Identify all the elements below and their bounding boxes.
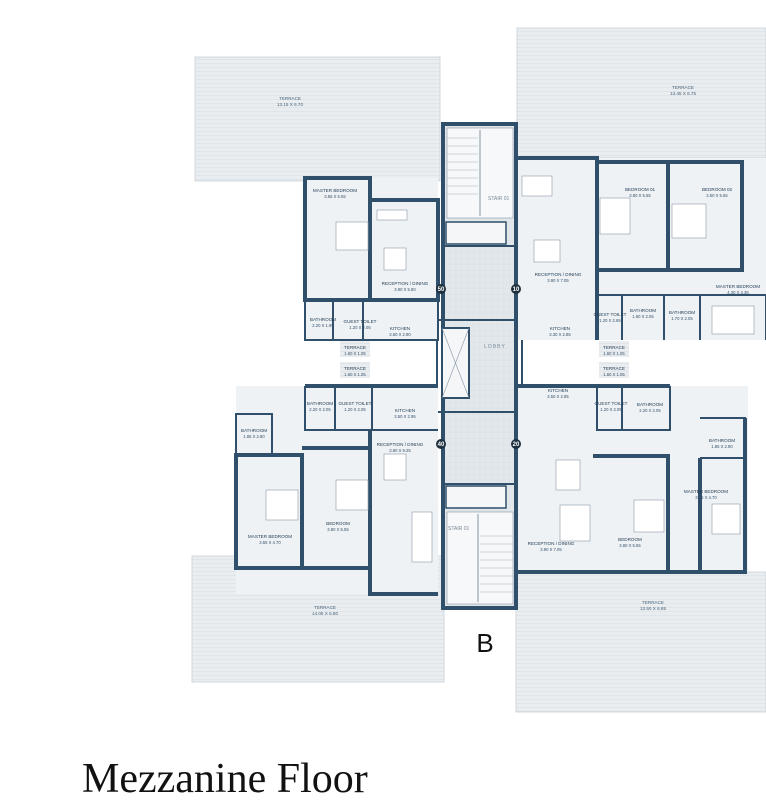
room-ne-bedroom2-dim: 3.50 X 5.55: [706, 193, 728, 198]
room-se-bedroom-name: BEDROOM: [618, 537, 642, 542]
room-nw-master-dim: 3.65 X 5.55: [324, 194, 346, 199]
room-sw-guest-toilet-dim: 1.20 X 2.05: [344, 407, 366, 412]
room-sw-master-dim: 3.55 X 4.70: [259, 540, 281, 545]
terrace-se-dim: 13.50 X 6.85: [640, 606, 666, 611]
block-label: B: [476, 628, 493, 658]
room-ne-kitchen-name: KITCHEN: [550, 326, 570, 331]
stair-top-label: STAIR 01: [488, 196, 510, 202]
room-sw-reception-name: RECEPTION / DINING: [377, 442, 424, 447]
room-sw-bathroom1-dim: 2.20 X 2.05: [309, 407, 331, 412]
terrace-nw-dim: 13.15 X 6.70: [277, 102, 303, 107]
room-ne-bedroom1-dim: 3.80 X 5.55: [629, 193, 651, 198]
room-sw-bathroom2-name: BATHROOM: [241, 428, 267, 433]
room-sw-bathroom2-dim: 1.85 X 2.80: [243, 434, 265, 439]
room-se-guest-toilet-dim: 1.20 X 2.05: [600, 407, 622, 412]
room-nw-master-name: MASTER BEDROOM: [313, 188, 357, 193]
room-ne-reception-name: RECEPTION / DINING: [535, 272, 582, 277]
stair-bottom: STAIR 01: [446, 511, 514, 605]
room-se-reception-dim: 3.90 X 7.05: [540, 547, 562, 552]
room-se-kitchen-dim: 3.50 X 2.85: [547, 394, 569, 399]
terrace-nw-name: TERRACE: [279, 96, 301, 101]
terrace-sw-name: TERRACE: [314, 605, 336, 610]
room-nw-guest-toilet-name: GUEST TOILET: [344, 319, 377, 324]
room-sw-reception-dim: 3.80 X 9.25: [389, 448, 411, 453]
room-se-bathroom1-dim: 2.20 X 2.05: [639, 408, 661, 413]
terrace-mid-right-bottom-dim: 1.60 X 1.05: [603, 372, 625, 377]
terrace-mid-left-bottom-dim: 1.60 X 1.05: [344, 372, 366, 377]
terrace-mid-left-bottom-name: TERRACE: [344, 366, 366, 371]
room-se-master-dim: 3.55 X 4.70: [695, 495, 717, 500]
flat-number-se: 20: [513, 442, 520, 448]
room-se-bedroom-dim: 3.80 X 5.55: [619, 543, 641, 548]
terrace-mid-right-top-dim: 1.60 X 1.05: [603, 351, 625, 356]
apartment-se: KITCHEN 3.50 X 2.85 GUEST TOILET 1.20 X …: [511, 384, 748, 574]
room-ne-reception-dim: 3.90 X 7.05: [547, 278, 569, 283]
stair-bottom-label: STAIR 01: [448, 526, 470, 532]
room-nw-reception-name: RECEPTION / DINING: [382, 281, 429, 286]
room-ne-guest-toilet-name: GUEST TOILET: [594, 312, 627, 317]
terrace-ne-name: TERRACE: [672, 85, 694, 90]
terrace-ne: TERRACE 13.45 X 6.75: [516, 27, 766, 159]
room-sw-kitchen-dim: 3.50 X 2.95: [394, 414, 416, 419]
terrace-sw-dim: 14.05 X 6.90: [312, 611, 338, 616]
lobby-label: LOBBY: [484, 344, 506, 350]
room-sw-guest-toilet-name: GUEST TOILET: [339, 401, 372, 406]
flat-number-ne: 10: [513, 287, 520, 293]
room-ne-bedroom1-name: BEDROOM 01: [625, 187, 656, 192]
room-ne-guest-toilet-dim: 1.20 X 2.65: [599, 318, 621, 323]
room-se-bathroom2-dim: 1.85 X 2.80: [711, 444, 733, 449]
room-se-master-name: MASTER BEDROOM: [684, 489, 728, 494]
room-nw-guest-toilet-dim: 1.20 X 2.05: [349, 325, 371, 330]
terrace-ne-dim: 13.45 X 6.75: [670, 91, 696, 96]
room-ne-bedroom2-name: BEDROOM 02: [702, 187, 733, 192]
terrace-mid-left-top-name: TERRACE: [344, 345, 366, 350]
terrace-mid-right-bottom-name: TERRACE: [603, 366, 625, 371]
room-nw-bathroom-name: BATHROOM: [310, 317, 336, 322]
room-ne-master-name: MASTER BEDROOM: [716, 284, 760, 289]
room-sw-bathroom1-name: BATHROOM: [307, 401, 333, 406]
flat-number-nw: 50: [438, 287, 445, 293]
room-ne-master-dim: 4.30 X 3.35: [727, 290, 749, 295]
terrace-mid-right: TERRACE 1.60 X 1.05 TERRACE 1.60 X 1.05: [599, 341, 629, 378]
room-ne-bathroom1-name: BATHROOM: [630, 308, 656, 313]
room-se-guest-toilet-name: GUEST TOILET: [595, 401, 628, 406]
room-se-reception-name: RECEPTION / DINING: [528, 541, 575, 546]
room-se-bathroom2-name: BATHROOM: [709, 438, 735, 443]
floor-title: Mezzanine Floor: [82, 756, 368, 801]
apartment-sw: KITCHEN 3.50 X 2.95 BATHROOM 2.20 X 2.05…: [234, 384, 446, 596]
terrace-mid-right-top-name: TERRACE: [603, 345, 625, 350]
core: LOBBY STAIR 01 STAIR 01: [436, 122, 523, 610]
room-ne-bathroom2-name: BATHROOM: [669, 310, 695, 315]
room-ne-kitchen-dim: 3.30 X 2.85: [549, 332, 571, 337]
room-ne-bathroom2-dim: 1.70 X 2.05: [671, 316, 693, 321]
terrace-se: TERRACE 13.50 X 6.85: [515, 571, 766, 713]
terrace-mid-left: TERRACE 1.60 X 1.05 TERRACE 1.60 X 1.05: [340, 341, 370, 378]
room-nw-reception-dim: 3.90 X 5.80: [394, 287, 416, 292]
apartment-ne: RECEPTION / DINING 3.90 X 7.05 BEDROOM 0…: [511, 156, 766, 340]
room-nw-kitchen-dim: 3.50 X 2.90: [389, 332, 411, 337]
terrace-mid-left-top-dim: 1.60 X 1.05: [344, 351, 366, 356]
room-ne-bathroom1-dim: 1.60 X 2.05: [632, 314, 654, 319]
room-sw-bedroom-name: BEDROOM: [326, 521, 350, 526]
room-nw-bathroom-dim: 2.20 X 1.95: [312, 323, 334, 328]
flat-number-sw: 40: [438, 442, 445, 448]
room-sw-bedroom-dim: 3.80 X 5.55: [327, 527, 349, 532]
room-sw-master-name: MASTER BEDROOM: [248, 534, 292, 539]
room-sw-kitchen-name: KITCHEN: [395, 408, 415, 413]
stair-top: STAIR 01: [446, 127, 514, 219]
apartment-nw: MASTER BEDROOM 3.65 X 5.55 RECEPTION / D…: [303, 176, 446, 341]
room-se-kitchen-name: KITCHEN: [548, 388, 568, 393]
room-nw-kitchen-name: KITCHEN: [390, 326, 410, 331]
terrace-nw: TERRACE 13.15 X 6.70: [194, 56, 441, 182]
terrace-se-name: TERRACE: [642, 600, 664, 605]
room-se-bathroom1-name: BATHROOM: [637, 402, 663, 407]
